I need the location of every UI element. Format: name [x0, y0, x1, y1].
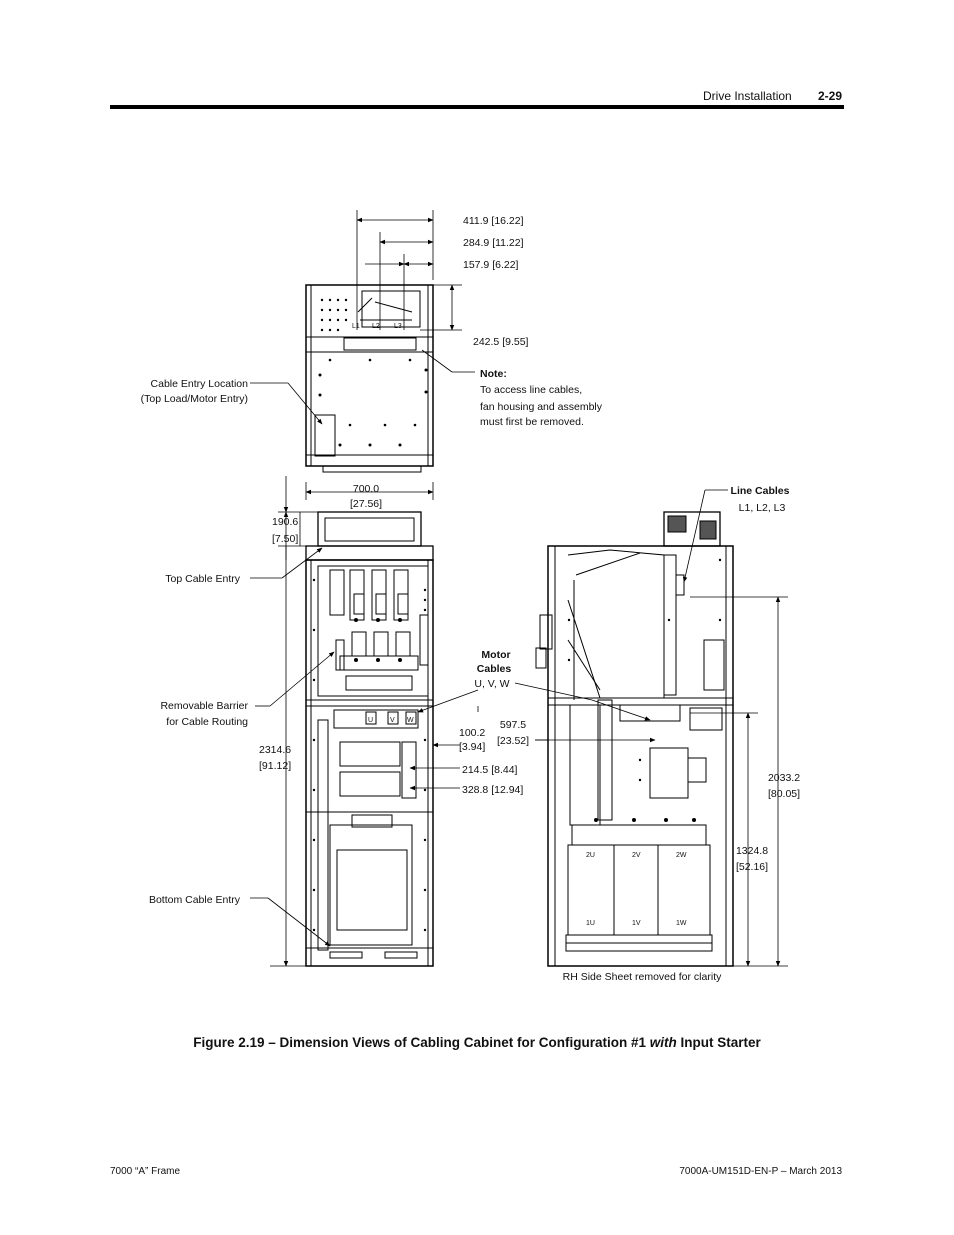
- label-line-cables-2: L1, L2, L3: [739, 502, 786, 514]
- label-l3: L3: [394, 323, 402, 330]
- dim-328: 328.8 [12.94]: [462, 784, 523, 796]
- dim-597-in: [23.52]: [497, 735, 529, 747]
- top-view-dimensions: [250, 210, 475, 425]
- dim-1324-mm: 1324.8: [736, 845, 768, 857]
- dim-1324-in: [52.16]: [736, 861, 768, 873]
- note-line-3: must first be removed.: [480, 416, 584, 428]
- front-view-dimensions: [250, 476, 479, 967]
- label-line-cables-1: Line Cables: [731, 485, 790, 497]
- label-barrier-1: Removable Barrier: [160, 700, 248, 712]
- label-motor-2: Cables: [477, 663, 512, 675]
- label-bottom-cable-entry: Bottom Cable Entry: [149, 894, 241, 906]
- side-view-dimensions: [514, 489, 788, 967]
- header-rule: [110, 105, 844, 109]
- label-w: W: [407, 717, 414, 724]
- label-2v: 2V: [632, 852, 641, 859]
- label-2u: 2U: [586, 852, 595, 859]
- label-1v: 1V: [632, 920, 641, 927]
- footer-right: 7000A-UM151D-EN-P – March 2013: [679, 1166, 842, 1177]
- label-top-cable-entry: Top Cable Entry: [165, 573, 240, 585]
- side-view: 2U 2V 2W 1U 1V 1W: [535, 511, 734, 967]
- dim-width-in: [27.56]: [350, 498, 382, 510]
- dim-411: 411.9 [16.22]: [463, 215, 524, 227]
- dim-2033-mm: 2033.2: [768, 772, 800, 784]
- dim-height-mm: 2314.6: [259, 744, 291, 756]
- label-motor-1: Motor: [481, 649, 510, 661]
- dim-242: 242.5 [9.55]: [473, 336, 529, 348]
- header-page-number: 2-29: [818, 89, 843, 103]
- dim-2033-in: [80.05]: [768, 788, 800, 800]
- caption-emphasis: with: [649, 1035, 677, 1050]
- label-2w: 2W: [676, 852, 687, 859]
- dim-214: 214.5 [8.44]: [462, 764, 518, 776]
- label-1w: 1W: [676, 920, 687, 927]
- caption-suffix: Input Starter: [676, 1035, 761, 1050]
- header-section-title: Drive Installation: [703, 89, 792, 103]
- footer-left: 7000 “A” Frame: [110, 1166, 181, 1177]
- dim-157: 157.9 [6.22]: [463, 259, 519, 271]
- top-plan-view: L1 L2 L3: [305, 284, 434, 473]
- label-cable-entry-1: Cable Entry Location: [151, 378, 249, 390]
- dim-284: 284.9 [11.22]: [463, 237, 524, 249]
- label-cable-entry-2: (Top Load/Motor Entry): [141, 393, 248, 405]
- label-l2: L2: [372, 323, 380, 330]
- figure-caption: Figure 2.19 – Dimension Views of Cabling…: [0, 1035, 954, 1050]
- dim-height-in: [91.12]: [259, 760, 291, 772]
- note-title: Note:: [480, 368, 507, 380]
- label-barrier-2: for Cable Routing: [166, 716, 248, 728]
- dim-597-mm: 597.5: [500, 719, 526, 731]
- note-line-2: fan housing and assembly: [480, 401, 603, 413]
- dim-100-in: [3.94]: [459, 741, 485, 753]
- dim-100-mm: 100.2: [459, 727, 485, 739]
- front-view: U V W: [305, 511, 434, 967]
- label-l1: L1: [352, 323, 360, 330]
- dim-top-in: [7.50]: [272, 533, 298, 545]
- label-motor-3: U, V, W: [474, 678, 509, 690]
- caption-prefix: Figure 2.19 – Dimension Views of Cabling…: [193, 1035, 650, 1050]
- label-u: U: [368, 717, 373, 724]
- label-v: V: [390, 717, 395, 724]
- label-1u: 1U: [586, 920, 595, 927]
- dim-width-mm: 700.0: [353, 483, 379, 495]
- note-line-1: To access line cables,: [480, 384, 582, 396]
- dim-top-mm: 190.6: [272, 516, 298, 528]
- label-rh-side-sheet: RH Side Sheet removed for clarity: [563, 971, 722, 983]
